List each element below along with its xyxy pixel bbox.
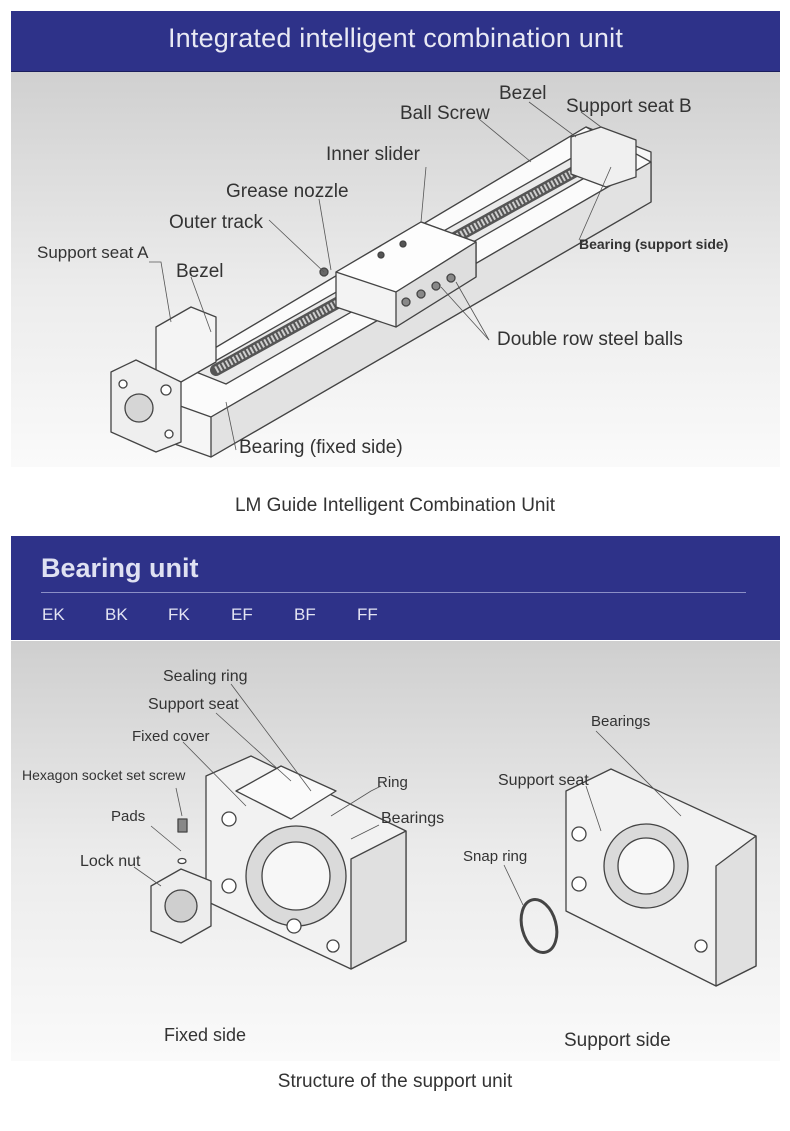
label-outer-track: Outer track [169,212,263,233]
label-support-seat-a: Support seat A [37,243,149,262]
label-support-seat-b: Support seat B [566,96,692,117]
label-pads: Pads [111,808,145,825]
support-unit-diagram-panel: Sealing ring Support seat Fixed cover He… [11,641,780,1061]
label-support-side: Support side [564,1030,671,1051]
support-unit-diagram: Sealing ring Support seat Fixed cover He… [22,668,757,1051]
label-bezel-top: Bezel [499,83,547,104]
lm-guide-diagram: Bezel Support seat B Ball Screw Inner sl… [37,83,728,458]
label-ball-screw: Ball Screw [400,103,490,124]
label-ring: Ring [377,774,408,791]
type-bk: BK [105,605,128,624]
label-grease-nozzle: Grease nozzle [226,181,349,202]
label-support-seat: Support seat [148,696,239,713]
section2-title: Bearing unit [41,553,199,583]
snap-ring-shape [519,898,559,954]
type-fk: FK [168,605,190,624]
section1-title: Integrated intelligent combination unit [167,23,624,53]
section1-banner: Integrated intelligent combination unit [11,11,780,71]
label-hex-screw: Hexagon socket set screw [22,767,186,783]
support-seat-b-shape [570,126,637,188]
label-lock-nut: Lock nut [80,853,141,870]
type-ef: EF [231,605,253,624]
section2-banner: Bearing unit EK BK FK EF BF FF [11,536,780,640]
type-ek: EK [42,605,65,624]
label-double-row-balls: Double row steel balls [497,329,683,350]
bearing-type-list: EK BK FK EF BF FF [42,605,420,625]
fixed-cover-shape [235,765,337,820]
label-bearings-right: Bearings [591,713,650,730]
type-bf: BF [294,605,316,624]
label-bearing-support: Bearing (support side) [579,236,728,252]
label-snap-ring: Snap ring [463,848,527,865]
label-bearing-fixed: Bearing (fixed side) [239,437,403,458]
banner-divider [41,592,746,593]
section2-caption: Structure of the support unit [277,1071,513,1092]
lm-guide-diagram-panel: Bezel Support seat B Ball Screw Inner sl… [11,72,780,467]
label-support-seat-right: Support seat [498,772,589,789]
type-ff: FF [357,605,378,624]
section1-caption: LM Guide Intelligent Combination Unit [234,495,555,516]
label-inner-slider: Inner slider [326,144,421,165]
label-fixed-side: Fixed side [164,1025,246,1045]
label-bezel-left: Bezel [176,261,224,282]
label-fixed-cover: Fixed cover [132,728,210,745]
label-bearings-left: Bearings [381,810,444,827]
label-sealing-ring: Sealing ring [163,668,248,685]
